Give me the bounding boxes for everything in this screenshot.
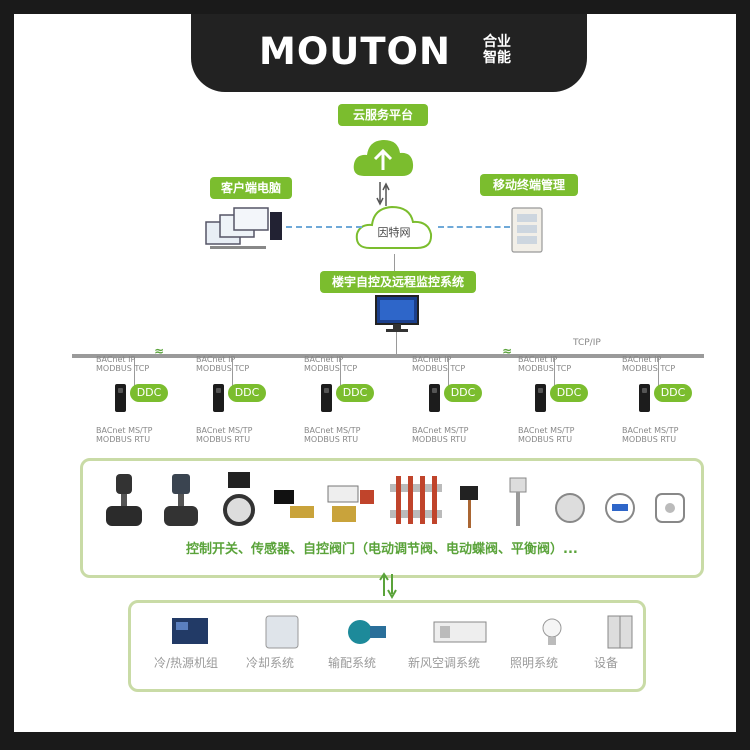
ddc-controller-icon: [429, 384, 440, 412]
cloud-service-label: 云服务平台: [338, 104, 428, 126]
elevator-icon: [607, 615, 633, 649]
ddc-badge: DDC: [130, 384, 168, 402]
pipe-sensor-icon: [460, 486, 478, 528]
field-devices-row: [106, 472, 685, 528]
ddc-controller-icon: [639, 384, 650, 412]
system-label: 照明系统: [510, 656, 559, 670]
probe-sensor-icon: [509, 477, 527, 526]
bms-bus-line: [396, 332, 397, 354]
system-label: 输配系统: [328, 656, 377, 670]
bus-break-left: ≈: [154, 344, 165, 358]
ddc-controller-icon: [535, 384, 546, 412]
mobile-link-line: [438, 226, 510, 228]
ddc-badge: DDC: [654, 384, 692, 402]
ddc-controller-icon: [321, 384, 332, 412]
ddc-drop-line: [554, 358, 555, 386]
updown-arrow-icon: [376, 182, 390, 206]
ddc-drop-line: [448, 358, 449, 386]
mobile-mgmt-label: 移动终端管理: [480, 174, 578, 196]
brand-subtitle: 合业 智能: [483, 34, 511, 66]
flow-meter-icon: [327, 485, 374, 522]
bms-link-line: [394, 254, 395, 272]
ddc-controller-icon: [115, 384, 126, 412]
system-label: 冷/热源机组: [154, 656, 219, 670]
air-handler-icon: [433, 621, 487, 643]
brand-sub-line1: 合业: [483, 34, 511, 50]
bus-label: TCP/IP: [573, 338, 601, 348]
bus-break-right: ≈: [502, 344, 513, 358]
updown-arrows-icon: [379, 572, 397, 600]
brand-sub-line2: 智能: [483, 50, 511, 66]
valve-actuator-icon: [164, 474, 198, 526]
client-monitors-icon: [205, 207, 282, 249]
ddc-drop-line: [232, 358, 233, 386]
systems-panel: [128, 600, 646, 692]
valve-actuator-icon: [106, 474, 142, 526]
ddc-drop-line: [340, 358, 341, 386]
bms-monitor-icon: [375, 295, 419, 332]
bulb-icon: [542, 618, 562, 645]
pressure-sensor-icon: [555, 493, 585, 523]
internet-cloud-icon: [355, 205, 433, 249]
butterfly-valve-icon: [223, 472, 255, 526]
mobile-terminal-icon: [511, 207, 543, 253]
ddc-drop-line: [134, 358, 135, 386]
pc-link-line: [286, 226, 362, 228]
cloud-service-icon: [353, 140, 414, 176]
ddc-badge: DDC: [550, 384, 588, 402]
ddc-drop-line: [658, 358, 659, 386]
ddc-controller-icon: [213, 384, 224, 412]
ddc-badge: DDC: [228, 384, 266, 402]
pump-icon: [348, 620, 386, 644]
solenoid-valve-icon: [274, 490, 314, 518]
bms-label: 楼宇自控及远程监控系统: [320, 271, 476, 293]
manifold-icon: [390, 476, 442, 524]
page-frame: MOUTON 合业 智能 云服务平台 因特网 客户端电脑 移动终端管理: [14, 14, 736, 732]
tcpip-bus: [72, 354, 704, 358]
room-sensor-icon: [605, 493, 635, 523]
brand-header: MOUTON 合业 智能: [191, 14, 587, 92]
wall-switch-icon: [655, 493, 685, 523]
brand-logo: MOUTON: [259, 30, 451, 73]
ddc-badge: DDC: [444, 384, 482, 402]
system-label: 冷却系统: [246, 656, 295, 670]
field-devices-caption: 控制开关、传感器、自控阀门（电动调节阀、电动蝶阀、平衡阀）...: [186, 542, 578, 557]
systems-icons-row: [172, 615, 633, 649]
internet-label: 因特网: [377, 226, 411, 239]
chiller-icon: [172, 618, 208, 644]
cooling-tower-icon: [265, 615, 299, 649]
client-pc-label: 客户端电脑: [210, 177, 292, 199]
ddc-badge: DDC: [336, 384, 374, 402]
system-label: 设备: [594, 656, 619, 670]
system-label: 新风空调系统: [408, 656, 481, 670]
